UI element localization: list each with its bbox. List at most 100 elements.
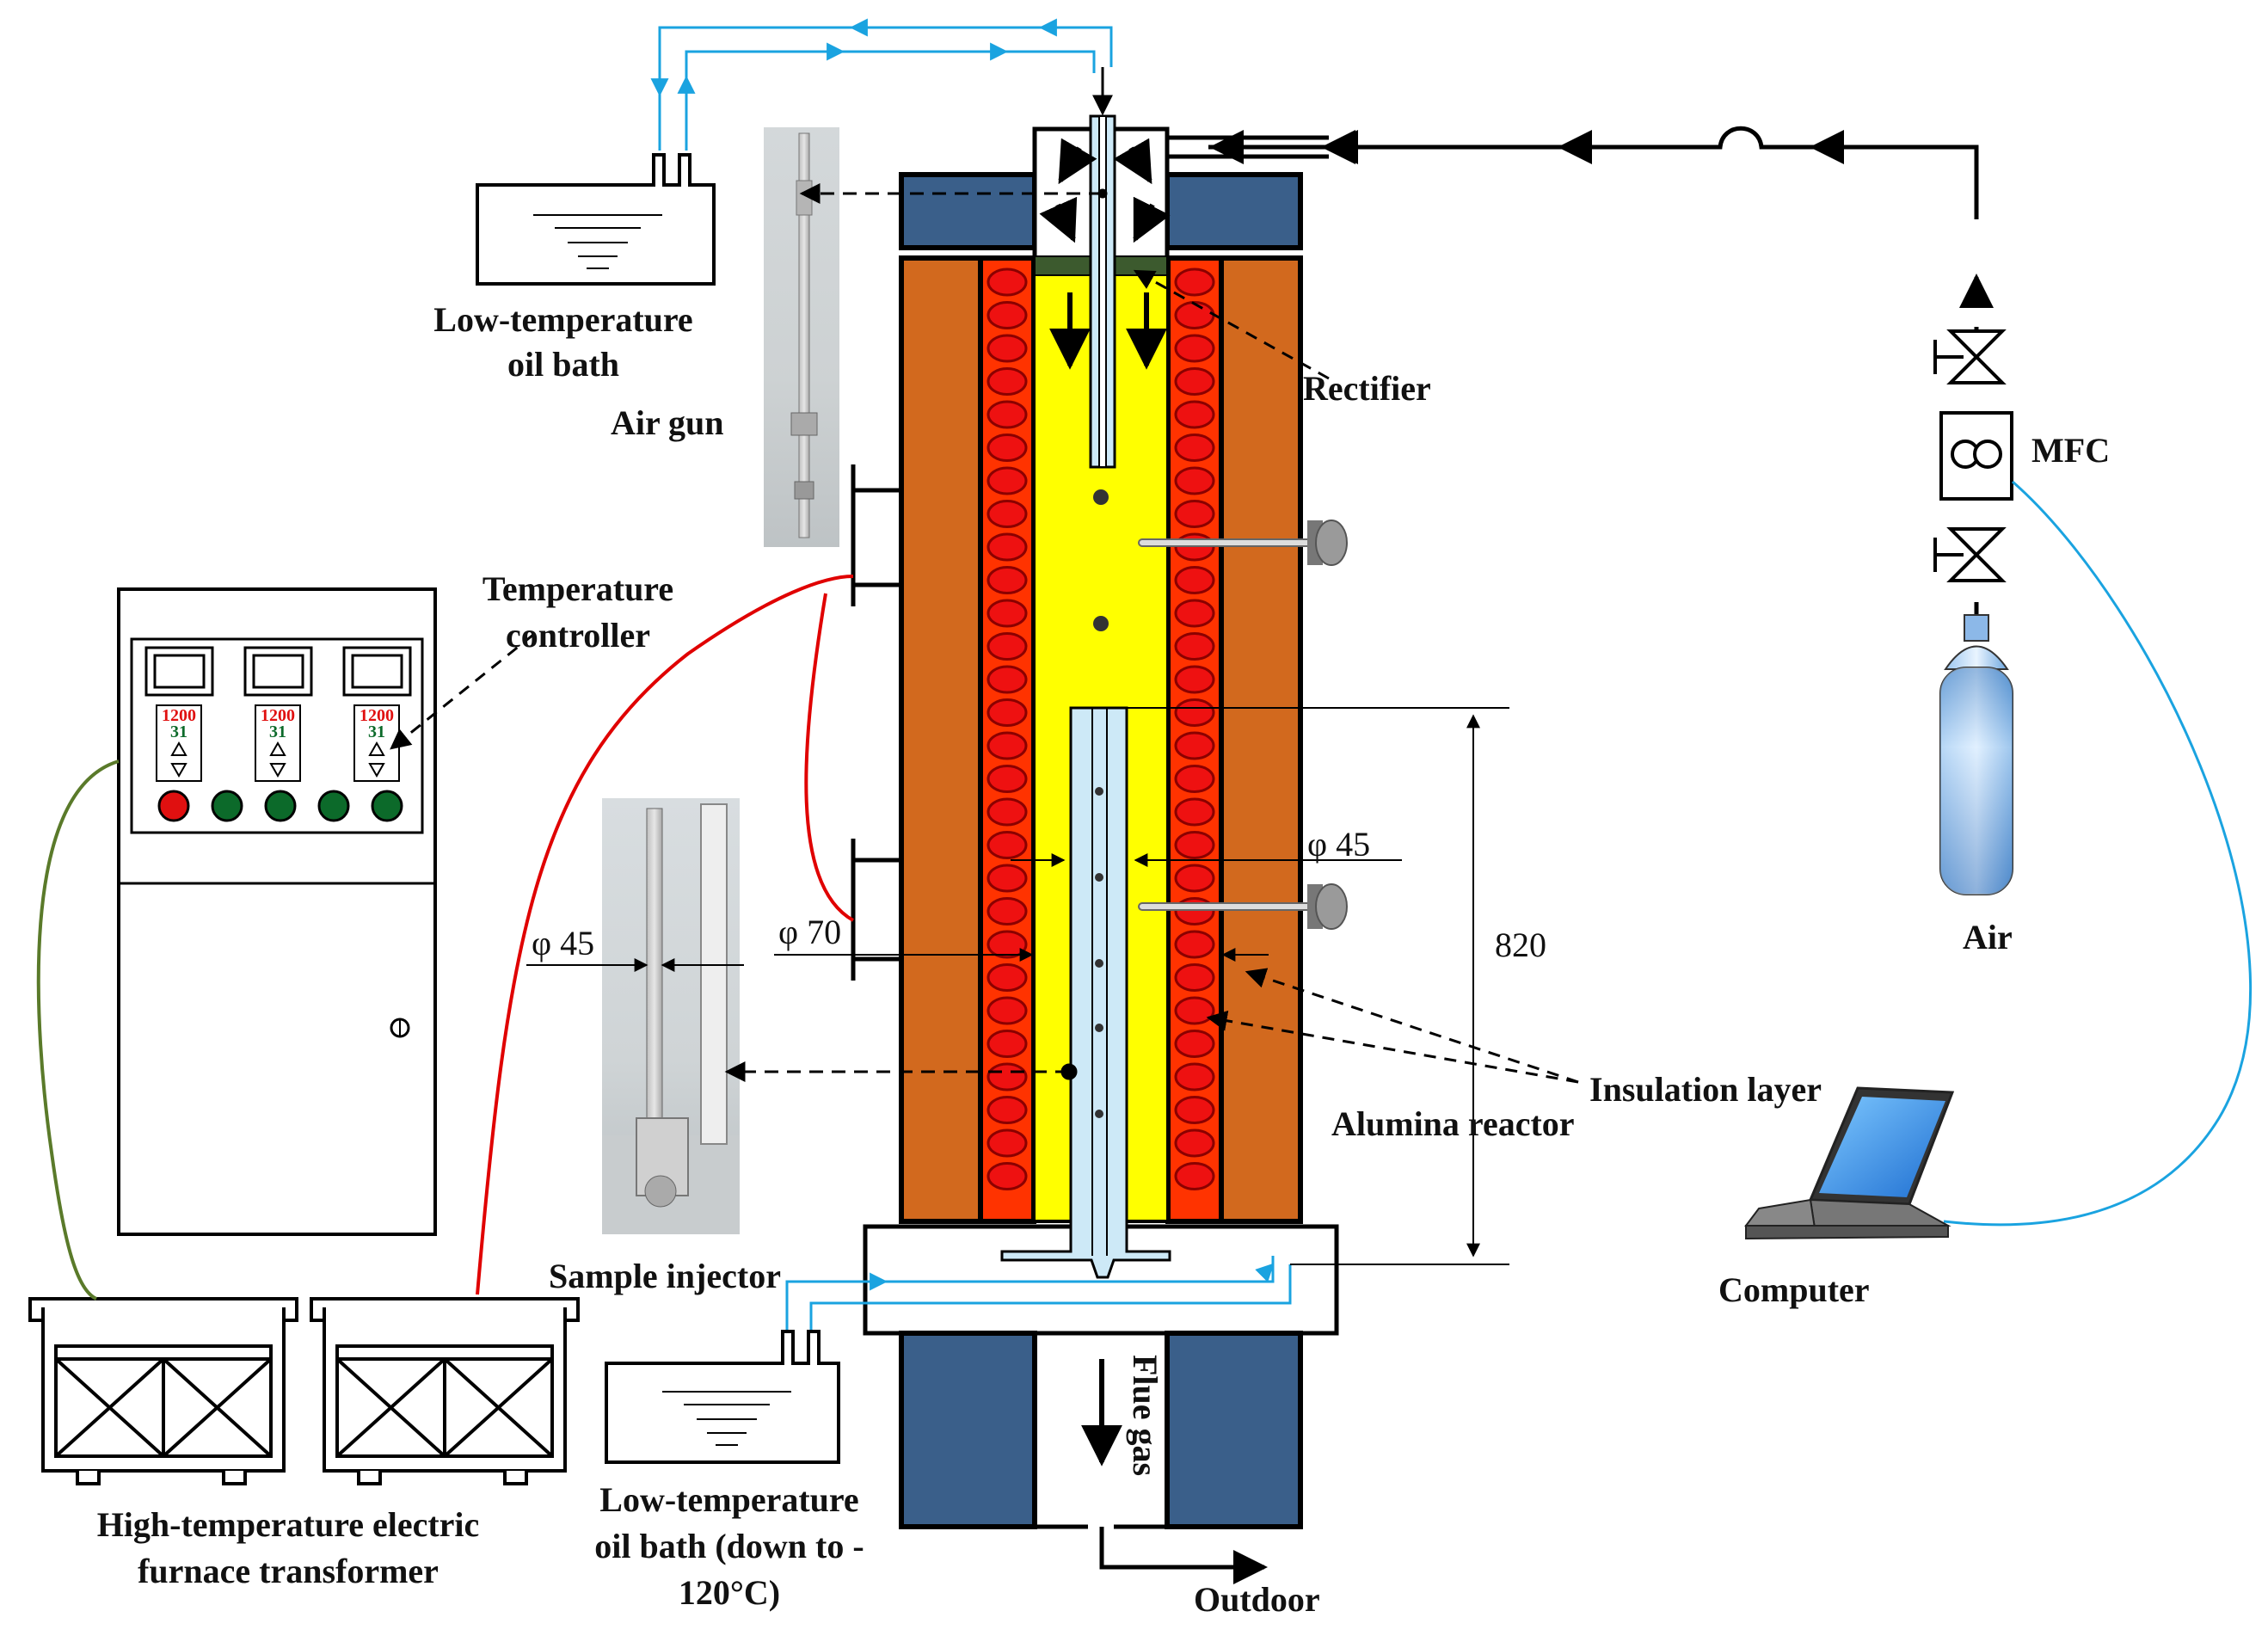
heating-coil (986, 632, 1028, 661)
top-cap-right (1165, 172, 1303, 250)
up-arrow-icon (269, 741, 286, 756)
heating-coil (1174, 400, 1215, 429)
indicator-light (317, 790, 350, 822)
heating-coil (1174, 466, 1215, 495)
heating-coil (986, 930, 1028, 959)
laptop-computer (1744, 1086, 1955, 1240)
air-cylinder (1939, 614, 2013, 895)
coolant-loop-bottom (785, 1256, 1292, 1342)
heating-coil (1174, 267, 1215, 297)
heating-coil (986, 831, 1028, 859)
heating-coil (1174, 797, 1215, 827)
dim-outer-diameter: φ 70 (778, 913, 841, 951)
heating-coil (1174, 632, 1215, 661)
transformers (28, 1297, 580, 1485)
heating-coil (986, 665, 1028, 694)
thermocouple-head-upper (1307, 520, 1348, 566)
thermocouple-rod-lower (1138, 902, 1320, 911)
heating-coil (986, 731, 1028, 760)
heating-coil (986, 1162, 1028, 1190)
dim-reactor-length: 820 (1495, 925, 1546, 964)
indicator-light (371, 790, 403, 822)
label-sample-injector: Sample injector (549, 1257, 781, 1295)
heating-coil (1174, 1128, 1215, 1158)
side-port-upper (851, 464, 901, 606)
air-gun-photo (764, 127, 839, 547)
heating-coil (1174, 930, 1215, 959)
sample-injector-photo (602, 798, 740, 1234)
heating-coil (1174, 731, 1215, 760)
reactor-port (1093, 489, 1109, 505)
indicator-light (264, 790, 297, 822)
dimension-lines (526, 707, 1509, 1265)
heating-coil (986, 698, 1028, 727)
injector-hole (1095, 959, 1103, 968)
down-arrow-icon (170, 763, 187, 778)
heating-coil (986, 897, 1028, 925)
heating-coil (986, 1128, 1028, 1158)
heating-coil (986, 1062, 1028, 1091)
heating-coil (986, 267, 1028, 297)
injector-hole (1095, 787, 1103, 796)
bottom-cap-right (1165, 1331, 1303, 1529)
valve-upper (1933, 329, 2007, 384)
label-insulation-layer: Insulation layer (1589, 1070, 1822, 1109)
label-flue-gas: Flue gas (1126, 1355, 1165, 1476)
thermocouple-head-lower (1307, 883, 1348, 930)
sample-injector-tube (1000, 706, 1171, 1279)
heating-coil (986, 500, 1028, 528)
mfc-device (1939, 411, 2013, 501)
thermocouple-wire-2 (804, 593, 854, 922)
heating-coil (986, 996, 1028, 1025)
down-arrow-icon (368, 763, 385, 778)
thermocouple-wire-1 (476, 575, 854, 1295)
heating-coil (1174, 566, 1215, 594)
dim-inner-diameter-reactor: φ 45 (1307, 825, 1370, 864)
heating-coil (986, 301, 1028, 329)
heating-coil (1174, 500, 1215, 528)
bottom-cap-left (899, 1331, 1037, 1529)
air-gun-tube-inner (1098, 115, 1107, 468)
heating-coil (986, 367, 1028, 396)
heating-coil (986, 864, 1028, 893)
heating-coil (1174, 367, 1215, 396)
side-port-lower (851, 839, 901, 981)
heating-coil (986, 334, 1028, 363)
insulation-right (1219, 255, 1303, 1224)
heating-coil (1174, 996, 1215, 1025)
label-air-gun: Air gun (611, 403, 724, 442)
controller-reading: 31 (269, 723, 286, 741)
heating-coil (1174, 1096, 1215, 1124)
insulation-left (899, 255, 983, 1224)
heating-coil (1174, 599, 1215, 628)
up-arrow-icon (368, 741, 385, 756)
transformer-unit (28, 1297, 298, 1485)
heating-coil (986, 566, 1028, 594)
heating-coil (1174, 1030, 1215, 1058)
controller-setpoint: 1200 (360, 706, 394, 725)
heating-coil (1174, 1062, 1215, 1091)
heating-coil (1174, 831, 1215, 859)
heating-coil (986, 400, 1028, 429)
oil-bath-top (476, 153, 716, 286)
coolant-loop-top (650, 18, 1113, 151)
indicator-lights (157, 790, 403, 822)
heating-coils (986, 267, 1215, 1190)
injector-holes (1095, 787, 1103, 1118)
dim-inner-diameter-injector: φ 45 (532, 924, 594, 962)
heating-coil (986, 963, 1028, 992)
controller-setpoint: 1200 (162, 706, 196, 725)
label-mfc: MFC (2031, 431, 2110, 470)
reactor-port (1093, 616, 1109, 631)
heating-coil (986, 1096, 1028, 1124)
leader-lines (390, 183, 1579, 1084)
injector-hole (1095, 1024, 1103, 1032)
heating-coil (1174, 334, 1215, 363)
